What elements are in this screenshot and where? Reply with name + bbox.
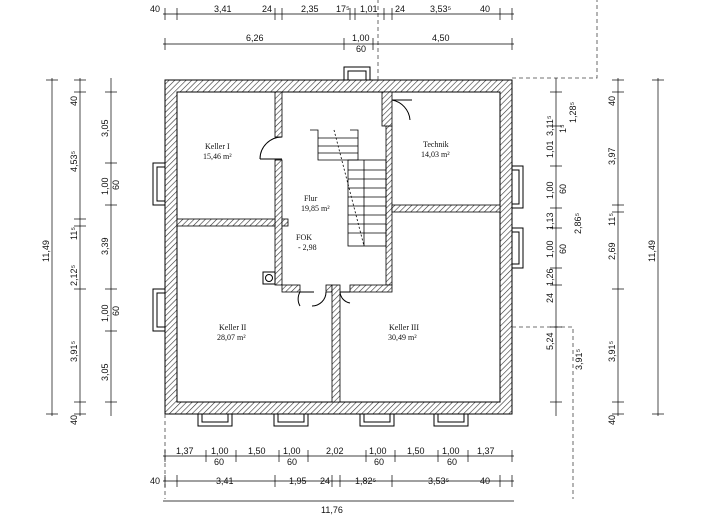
dim-bot-1-37a: 1,37 <box>176 446 194 456</box>
interior-walls <box>176 91 501 403</box>
dim-bot-2-02: 2,02 <box>326 446 344 456</box>
dim-top-2-35: 2,35 <box>301 4 319 14</box>
doors <box>259 99 412 307</box>
room-area-keller-ii: 28,07 m² <box>217 333 246 342</box>
dim-top-24a: 24 <box>262 4 272 14</box>
dim-right-o-3-97: 3,97 <box>607 147 617 165</box>
dim-bot-60d: 60 <box>447 457 457 467</box>
dim-left-i-60a: 60 <box>111 180 121 190</box>
dim-bot2-1-95: 1,95 <box>289 476 307 486</box>
room-name-flur: Flur <box>304 194 318 203</box>
dim-right-o-40b: 40 <box>607 415 617 425</box>
dim-right-o-40a: 40 <box>607 96 617 106</box>
dim-bot-1-00a: 1,00 <box>211 446 229 456</box>
dim-top-40-right: 40 <box>480 4 490 14</box>
room-name-keller-ii: Keller II <box>219 323 247 332</box>
dim-right-o-2-69: 2,69 <box>607 242 617 260</box>
dim-bot-60b: 60 <box>287 457 297 467</box>
room-area-keller-iii: 30,49 m² <box>388 333 417 342</box>
dim-bot-60c: 60 <box>374 457 384 467</box>
dim-top-3-41: 3,41 <box>214 4 232 14</box>
dimension-lines <box>46 8 664 502</box>
dim-top2-4-50: 4,50 <box>432 33 450 43</box>
dim-top2-1-00: 1,00 <box>352 33 370 43</box>
dim-top2-6-26: 6,26 <box>246 33 264 43</box>
dim-right-i-1-00b: 1,00 <box>545 240 555 258</box>
dim-top-24b: 24 <box>395 4 405 14</box>
room-labels: Keller I 15,46 m² Technik 14,03 m² Flur … <box>203 140 450 342</box>
dim-right-i-1-5: 1⁵ <box>558 124 568 133</box>
dim-left-i-3-05a: 3,05 <box>100 119 110 137</box>
dim-bot2-1-82-5: 1,82⁵ <box>355 476 377 486</box>
dim-left-i-3-05b: 3,05 <box>100 363 110 381</box>
dim-right-i-1-26: 1,26 <box>545 268 555 286</box>
dim-right-i-60b: 60 <box>558 244 568 254</box>
dim-bot-1-50a: 1,50 <box>248 446 266 456</box>
dim-left-total: 11,49 <box>41 240 51 262</box>
dim-bot-1-37b: 1,37 <box>477 446 495 456</box>
dim-bot2-24: 24 <box>320 476 330 486</box>
dim-right-o-2-86-5: 2,86⁵ <box>573 212 583 234</box>
dim-top-17-5: 17⁵ <box>336 4 350 14</box>
dim-right-i-60a: 60 <box>558 184 568 194</box>
dim-right-i-1-13: 1,13 <box>545 212 555 230</box>
room-area-flur: 19,85 m² <box>301 204 330 213</box>
dim-bot-1-00d: 1,00 <box>442 446 460 456</box>
dim-bot2-40-right: 40 <box>480 476 490 486</box>
room-name-keller-iii: Keller III <box>389 323 419 332</box>
dimension-text: 40 3,41 24 2,35 17⁵ 1,01 24 3,53⁵ 40 6,2… <box>41 4 657 515</box>
dim-right-o-3-91-5: 3,91⁵ <box>607 340 617 362</box>
room-name-fok: FOK <box>296 233 312 242</box>
dim-right-i-3-91-5: 3,91⁵ <box>574 348 584 370</box>
chimney-symbol <box>262 271 276 285</box>
dim-right-total: 11,49 <box>647 240 657 262</box>
dim-right-i-5-24: 5,24 <box>545 332 555 350</box>
room-area-keller-i: 15,46 m² <box>203 152 232 161</box>
windows <box>152 66 524 427</box>
room-name-keller-i: Keller I <box>205 142 230 151</box>
staircase <box>310 129 387 247</box>
dim-bot-1-00c: 1,00 <box>369 446 387 456</box>
dim-right-i-3-11-5: 3,11⁵ <box>545 115 555 136</box>
dim-left-i-60b: 60 <box>111 306 121 316</box>
dim-bot2-3-41: 3,41 <box>216 476 234 486</box>
room-name-technik: Technik <box>423 140 449 149</box>
dim-left-o-40a: 40 <box>69 96 79 106</box>
dim-left-o-2-12-5: 2,12⁵ <box>69 264 79 286</box>
dim-bot-60a: 60 <box>214 457 224 467</box>
dim-top-1-01: 1,01 <box>360 4 378 14</box>
dim-left-i-1-00b: 1,00 <box>100 304 110 322</box>
dim-top-40-left: 40 <box>150 4 160 14</box>
dim-right-o-11-5: 11⁵ <box>607 213 617 226</box>
dim-left-i-1-00a: 1,00 <box>100 177 110 195</box>
dim-right-i-1-28-5: 1,28⁵ <box>568 101 578 123</box>
dim-right-i-1-01: 1,01 <box>545 140 555 158</box>
dim-bot2-40-left: 40 <box>150 476 160 486</box>
dim-left-o-3-91-5: 3,91⁵ <box>69 340 79 362</box>
dim-top2-60: 60 <box>356 44 366 54</box>
dim-bot-1-00b: 1,00 <box>283 446 301 456</box>
room-area-technik: 14,03 m² <box>421 150 450 159</box>
dim-total-width: 11,76 <box>321 505 343 515</box>
dim-bot2-3-53-5: 3,53⁵ <box>428 476 450 486</box>
dim-left-o-11-5: 11⁵ <box>69 227 79 240</box>
dim-left-o-40b: 40 <box>69 415 79 425</box>
dim-right-i-1-00a: 1,00 <box>545 181 555 199</box>
dim-top-3-53-5: 3,53⁵ <box>430 4 452 14</box>
dim-bot-1-50b: 1,50 <box>407 446 425 456</box>
dim-right-i-24: 24 <box>545 293 555 303</box>
dim-left-i-3-39: 3,39 <box>100 237 110 255</box>
room-area-fok: - 2,98 <box>298 243 317 252</box>
dim-left-o-4-53-5: 4,53⁵ <box>69 150 79 172</box>
